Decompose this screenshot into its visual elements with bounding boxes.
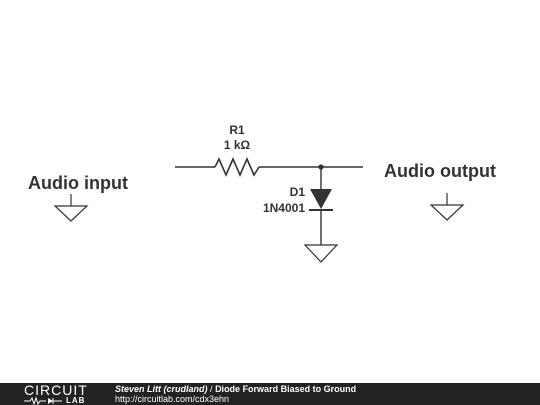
circuitlab-logo: CIRCUIT LAB [4,383,104,405]
footer-bar: CIRCUIT LAB Steven Litt (crudland) / Dio… [0,383,540,405]
diode-part-number: 1N4001 [263,201,305,215]
logo-circuit-icon [24,396,62,405]
input-label: Audio input [28,173,128,193]
output-ground-symbol [429,193,465,221]
circuit-url-link[interactable]: http://circuitlab.com/cdx3ehn [115,394,230,404]
credit-line: Steven Litt (crudland) / Diode Forward B… [115,384,356,394]
author-name: Steven Litt (crudland) [115,384,208,394]
input-ground-symbol [53,194,89,222]
credit-separator: / [210,384,213,394]
logo-text-top: CIRCUIT [24,382,88,398]
diode-designator: D1 [290,185,306,199]
output-label: Audio output [384,161,496,181]
logo-text-bottom: LAB [66,396,86,405]
resistor-value: 1 kΩ [224,138,251,152]
resistor-symbol [214,157,260,177]
diode-symbol [310,189,332,209]
circuit-title: Diode Forward Biased to Ground [215,384,357,394]
schematic-canvas: Audio input Audio output R1 1 kΩ D1 1N40… [28,123,496,263]
diode-ground-symbol [303,244,339,263]
resistor-designator: R1 [229,123,245,137]
